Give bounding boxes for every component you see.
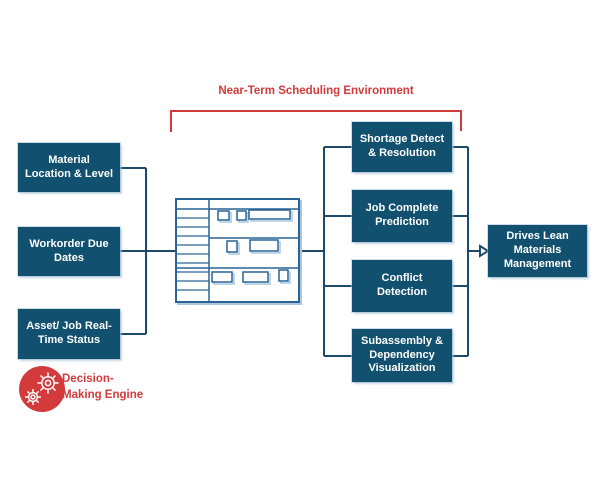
- section-title: Near-Term Scheduling Environment: [218, 85, 414, 97]
- scheduling-bracket: [170, 110, 462, 132]
- gantt-schematic-image: [175, 198, 302, 305]
- gears-icon: [19, 366, 65, 412]
- arrow-icon: [479, 244, 490, 258]
- input-box-asset-job-status: Asset/ Job Real- Time Status: [18, 309, 120, 359]
- outcome-box-lean-materials: Drives Lean Materials Management: [488, 225, 587, 277]
- process-box-shortage-detect: Shortage Detect & Resolution: [352, 122, 452, 172]
- process-box-conflict-detection: Conflict Detection: [352, 260, 452, 312]
- input-box-material-location: Material Location & Level: [18, 143, 120, 192]
- connector-lines: [120, 146, 490, 357]
- decision-making-engine-label: Decision- Making Engine: [62, 373, 144, 401]
- input-box-workorder-due-dates: Workorder Due Dates: [18, 227, 120, 276]
- process-box-subassembly: Subassembly & Dependency Visualization: [352, 329, 452, 382]
- process-box-job-complete: Job Complete Prediction: [352, 190, 452, 242]
